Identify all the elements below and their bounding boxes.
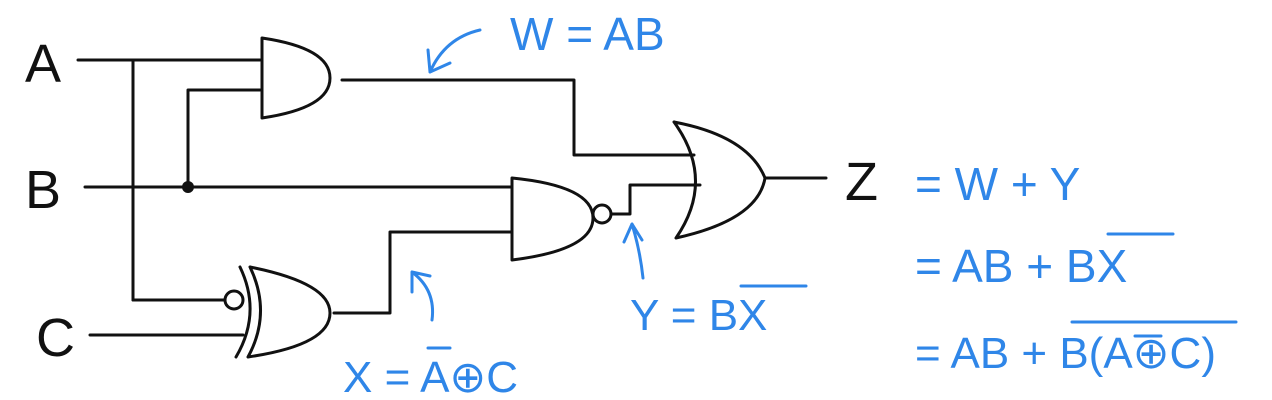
equation-line-3: = AB + B(A⊕C) xyxy=(915,329,1216,378)
and-gate xyxy=(260,36,332,120)
or-gate xyxy=(672,120,767,240)
xor-gate xyxy=(223,265,332,359)
input-label-a: A xyxy=(25,34,61,94)
x-label: X = A⊕C xyxy=(343,353,518,400)
wire-w xyxy=(340,78,696,157)
arrow-y-icon xyxy=(622,222,645,280)
equation-line-1: = W + Y xyxy=(915,158,1080,210)
wire-b-to-and xyxy=(186,88,262,189)
arrow-x-icon xyxy=(410,270,435,322)
annotation-x: X = A⊕C xyxy=(343,270,518,400)
arrow-w-icon xyxy=(426,28,482,74)
equation-line-2: = AB + BX xyxy=(915,240,1127,292)
equations: = W + Y = AB + BX = AB + B(A⊕C) xyxy=(915,158,1238,378)
y-label: Y = BX xyxy=(630,291,767,340)
xor-input-bubble xyxy=(223,289,245,311)
wires xyxy=(76,58,828,337)
annotation-y: Y = BX xyxy=(622,222,808,340)
wire-b-junction-dot xyxy=(182,181,194,193)
nand-bubble xyxy=(591,203,613,225)
wire-x xyxy=(332,230,514,315)
input-label-b: B xyxy=(25,160,61,220)
nand-gate xyxy=(510,176,613,262)
output-label-z: Z xyxy=(845,152,878,212)
w-label: W = AB xyxy=(510,8,665,60)
annotation-w: W = AB xyxy=(426,8,665,74)
input-label-c: C xyxy=(36,308,75,368)
wire-y xyxy=(609,183,702,216)
